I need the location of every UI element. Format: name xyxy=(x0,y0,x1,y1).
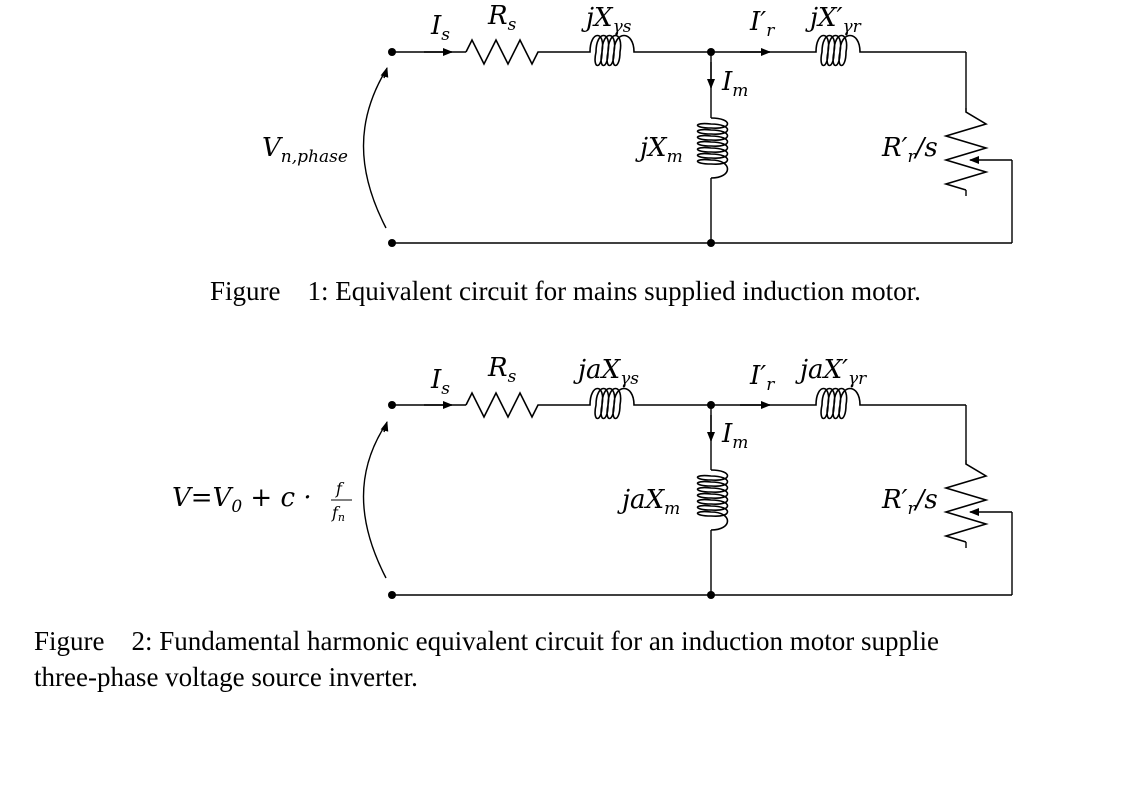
current-im-label: Im xyxy=(721,419,748,453)
reactance-xm-label: jaXm xyxy=(617,485,680,519)
node-top-junction xyxy=(707,48,715,56)
source-fraction: f fn xyxy=(331,479,352,524)
fraction-denominator: fn xyxy=(331,503,345,524)
current-im-label: Im xyxy=(721,67,748,101)
inductor-xs-symbol xyxy=(584,387,646,420)
reactance-xs-label: jXγs xyxy=(581,3,632,37)
inductor-xm-symbol xyxy=(696,469,729,531)
terminal-top xyxy=(388,48,396,56)
node-top-junction xyxy=(707,401,715,409)
resistor-rload-symbol xyxy=(943,460,989,543)
inductor-xm-symbol xyxy=(696,117,729,179)
fraction-numerator: f xyxy=(335,479,345,498)
voltage-arc xyxy=(362,69,387,229)
terminal-bottom xyxy=(388,239,396,247)
resistor-rs-label: Rs xyxy=(487,1,517,35)
load-resistor-label: R′r/s xyxy=(881,133,938,167)
figure-1-caption: Figure 1: Equivalent circuit for mains s… xyxy=(210,276,921,306)
resistor-rs-label: Rs xyxy=(487,353,517,387)
voltage-arc xyxy=(362,423,387,579)
source-voltage-label: V=V0 + c · xyxy=(172,483,312,517)
figure-2-caption-line-1: Figure 2: Fundamental harmonic equivalen… xyxy=(34,626,939,656)
figure-2-circuit: V=V0 + c · f fn Is Rs jaXγs I′r jaX′γr I… xyxy=(172,353,1013,599)
source-voltage-label: Vn,phase xyxy=(262,133,348,167)
reactance-xm-label: jXm xyxy=(635,133,683,167)
current-ir-label: I′r xyxy=(749,7,775,41)
inductor-xr-symbol xyxy=(810,387,870,420)
resistor-rs-symbol xyxy=(465,38,542,66)
terminal-top xyxy=(388,401,396,409)
reactance-xs-label: jaXγs xyxy=(573,355,639,389)
reactance-xr-label: jaX′γr xyxy=(795,355,867,389)
node-bottom-junction xyxy=(707,591,715,599)
current-is-label: Is xyxy=(430,11,450,45)
inductor-xr-symbol xyxy=(810,34,870,67)
load-resistor-label: R′r/s xyxy=(881,485,938,519)
inductor-xs-symbol xyxy=(584,34,646,67)
voltage-arrowhead xyxy=(380,421,389,433)
resistor-rload-symbol xyxy=(943,108,989,191)
current-ir-label: I′r xyxy=(749,361,775,395)
terminal-bottom xyxy=(388,591,396,599)
voltage-arrowhead xyxy=(380,67,389,79)
current-is-label: Is xyxy=(430,365,450,399)
figure-2-caption-line-2: three-phase voltage source inverter. xyxy=(34,662,418,692)
figure-1-circuit: Vn,phase Is Rs jXγs I′r jX′γr Im jXm R′r… xyxy=(262,1,1013,247)
node-bottom-junction xyxy=(707,239,715,247)
resistor-rs-symbol xyxy=(465,391,542,419)
reactance-xr-label: jX′γr xyxy=(805,3,862,37)
